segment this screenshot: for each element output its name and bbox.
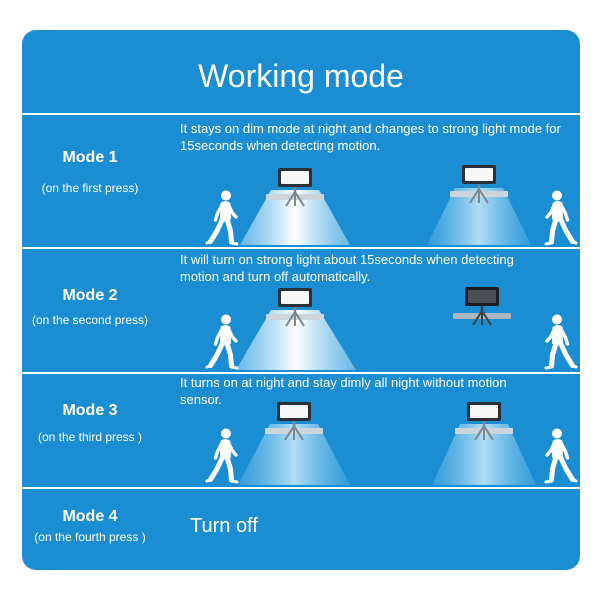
mode-2-description-line: motion and turn off automatically. bbox=[180, 269, 371, 284]
light-beam-icon bbox=[238, 424, 350, 485]
mode-3-label: Mode 3 bbox=[62, 402, 118, 419]
light-beam-icon bbox=[427, 188, 531, 245]
walking-person-icon bbox=[207, 191, 237, 245]
walking-person-icon bbox=[546, 315, 576, 369]
page-title: Working mode bbox=[198, 58, 404, 94]
mode-1-press: (on the first press) bbox=[41, 181, 139, 195]
mode-4-press: (on the fourth press ) bbox=[34, 530, 146, 544]
light-beam-icon bbox=[432, 424, 536, 485]
walking-person-icon bbox=[207, 315, 237, 369]
mode-2-description-line: It will turn on strong light about 15sec… bbox=[180, 252, 514, 267]
walking-person-icon bbox=[546, 429, 576, 483]
solar-lamp-off-icon bbox=[451, 285, 513, 327]
mode-illustrations bbox=[22, 163, 580, 485]
mode-1-description-line: 15seconds when detecting motion. bbox=[180, 138, 381, 153]
mode-1-description-line: It stays on dim mode at night and change… bbox=[180, 121, 561, 136]
light-beam-icon bbox=[240, 190, 350, 245]
walking-person-icon bbox=[207, 429, 237, 483]
mode-4-description: Turn off bbox=[190, 515, 258, 537]
mode-3-press: (on the third press ) bbox=[37, 430, 143, 444]
light-beam-icon bbox=[236, 310, 356, 370]
divider bbox=[22, 247, 580, 249]
mode-2-press: (on the second press) bbox=[31, 313, 149, 327]
walking-person-icon bbox=[546, 191, 576, 245]
mode-2-label: Mode 2 bbox=[62, 287, 118, 304]
mode-1-label: Mode 1 bbox=[62, 149, 118, 166]
divider bbox=[22, 113, 580, 115]
working-mode-panel: Working mode Mode 1 (on the first press)… bbox=[22, 30, 580, 570]
divider bbox=[22, 487, 580, 489]
divider bbox=[22, 372, 580, 374]
mode-4-label: Mode 4 bbox=[62, 508, 118, 525]
mode-3-description-line: It turns on at night and stay dimly all … bbox=[180, 375, 507, 390]
mode-3-description-line: sensor. bbox=[180, 392, 222, 407]
